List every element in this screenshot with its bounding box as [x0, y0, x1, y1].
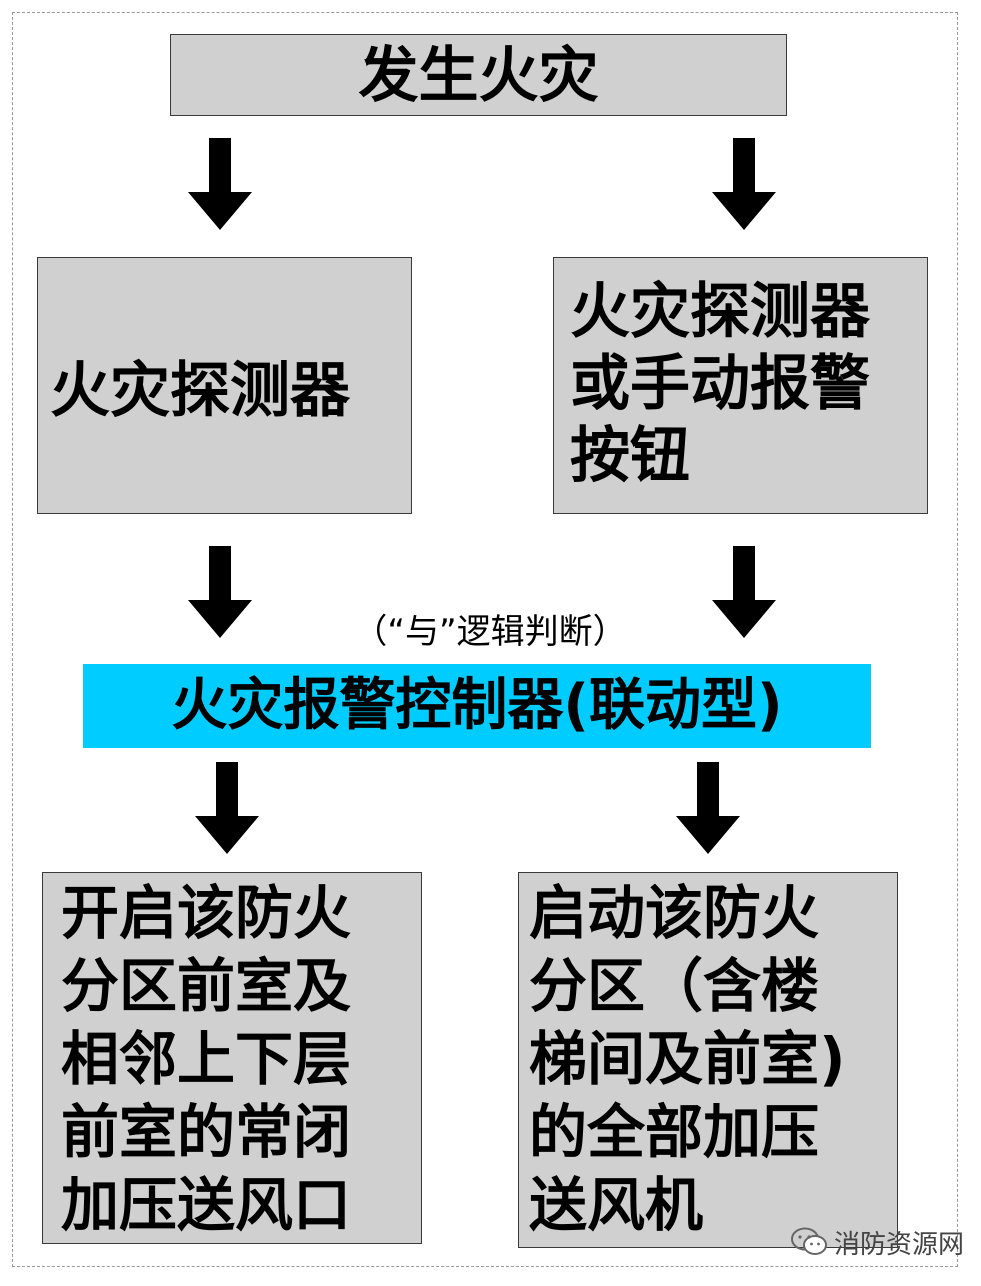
watermark-text: 消防资源网: [834, 1229, 965, 1260]
detector-label: 火灾探测器: [50, 356, 350, 426]
and-logic-note: （“与”逻辑判断）: [353, 612, 627, 652]
arrow-down-6: [676, 762, 740, 854]
start-fans-line-1: 启动该防火: [529, 879, 820, 947]
open-vents-line-1: 开启该防火: [61, 879, 352, 947]
start-fans-line-4: 的全部加压: [529, 1098, 820, 1166]
detector-or-manual-line-2: 或手动报警: [570, 349, 870, 419]
arrow-down-3: [188, 546, 252, 638]
controller-label: 火灾报警控制器(联动型): [171, 673, 783, 738]
detector-or-manual-box: 火灾探测器 或手动报警 按钮: [553, 257, 928, 514]
start-fans-line-3: 梯间及前室): [529, 1025, 846, 1093]
open-vents-line-5: 加压送风口: [61, 1171, 352, 1239]
open-vents-line-3: 相邻上下层: [61, 1025, 352, 1093]
controller-box: 火灾报警控制器(联动型): [83, 664, 871, 748]
open-vents-box: 开启该防火 分区前室及 相邻上下层 前室的常闭 加压送风口: [42, 872, 422, 1244]
open-vents-line-2: 分区前室及: [61, 952, 352, 1020]
detector-box: 火灾探测器: [37, 257, 412, 514]
wechat-icon: [791, 1227, 827, 1255]
watermark: 消防资源网: [790, 1222, 964, 1262]
start-fans-box: 启动该防火 分区（含楼 梯间及前室) 的全部加压 送风机: [518, 872, 898, 1248]
arrow-down-4: [712, 546, 776, 638]
arrow-down-5: [195, 762, 259, 854]
start-fans-line-5: 送风机: [529, 1171, 704, 1239]
arrow-down-1: [188, 138, 252, 230]
detector-or-manual-line-1: 火灾探测器: [570, 277, 870, 347]
fire-occurs-box: 发生火灾: [170, 34, 787, 116]
fire-occurs-label: 发生火灾: [358, 41, 599, 111]
dashed-frame: [12, 12, 958, 1267]
start-fans-line-2: 分区（含楼: [529, 952, 820, 1020]
open-vents-line-4: 前室的常闭: [61, 1098, 352, 1166]
detector-or-manual-line-3: 按钮: [570, 421, 690, 491]
arrow-down-2: [712, 138, 776, 230]
